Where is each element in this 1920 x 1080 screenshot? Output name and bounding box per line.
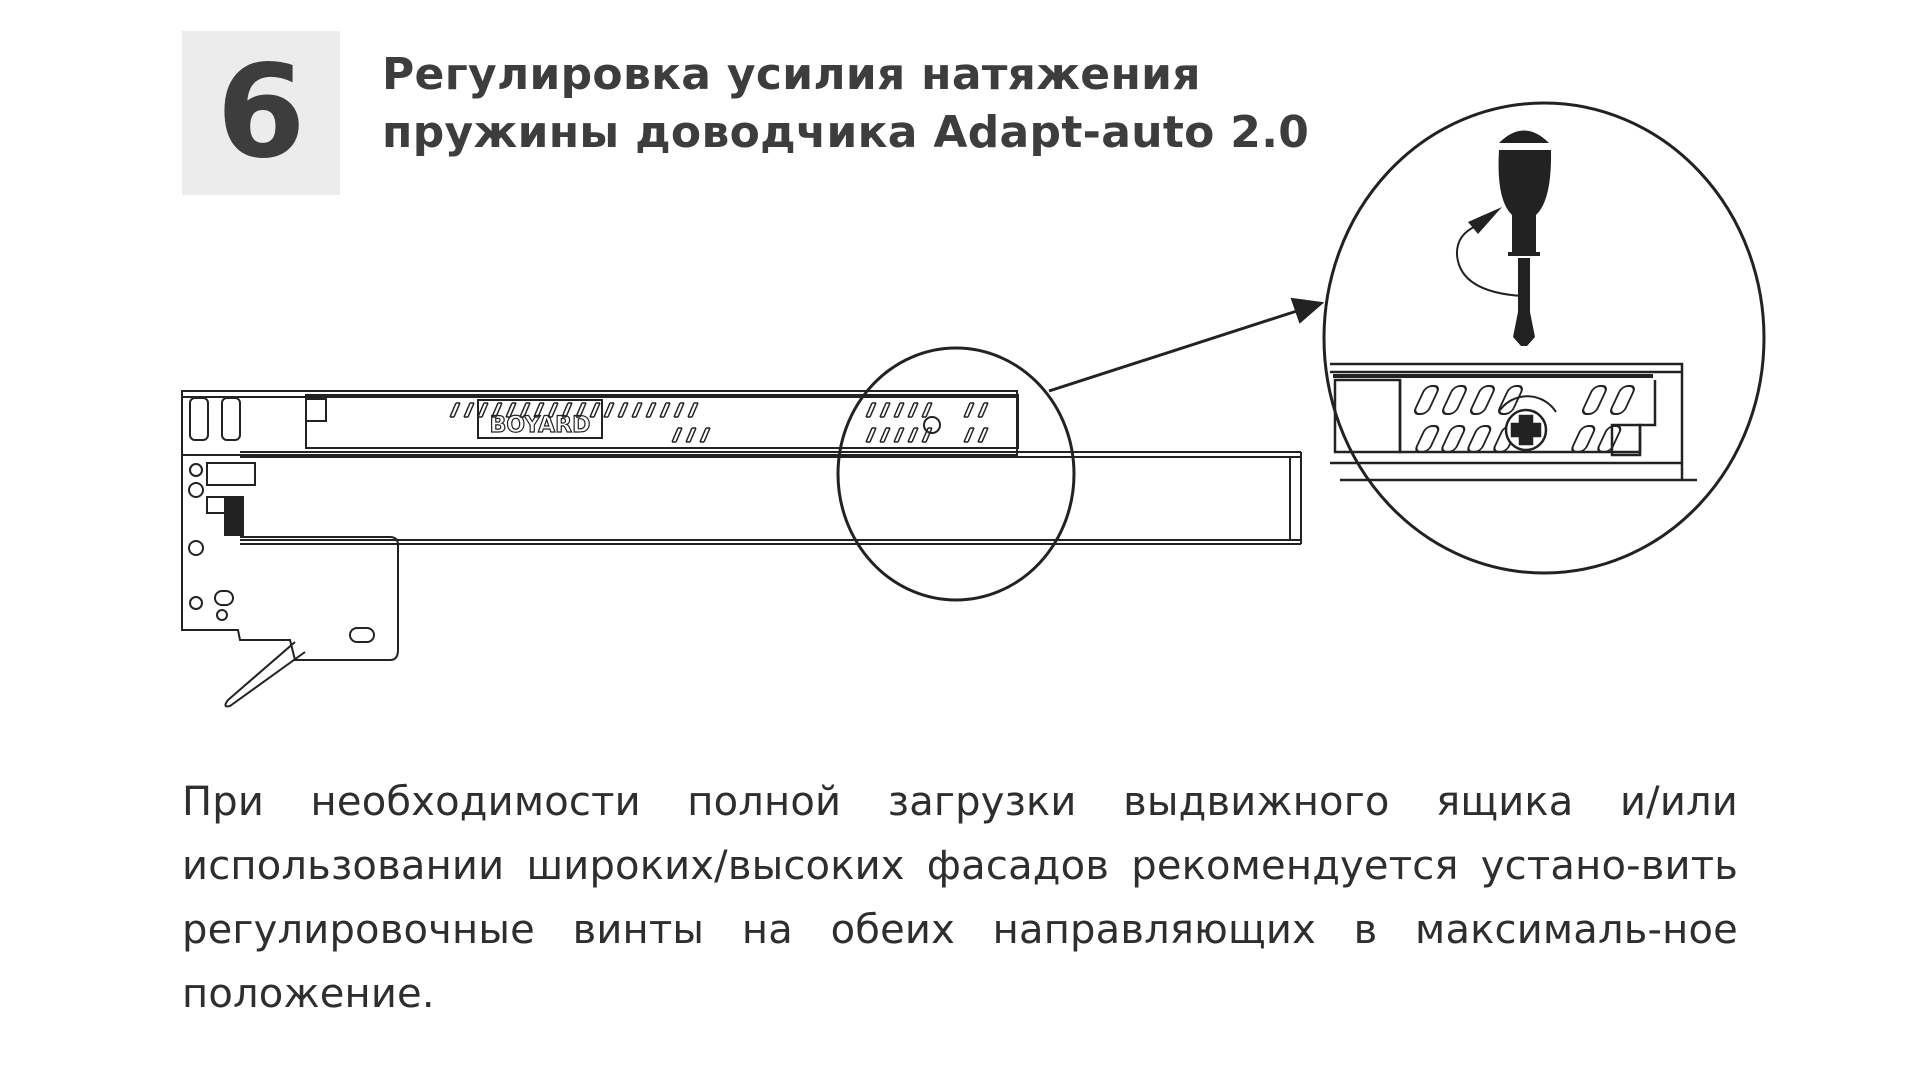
slot <box>1571 425 1596 453</box>
slot <box>505 402 517 418</box>
slot <box>617 402 629 418</box>
adjustment-screw-small-icon <box>923 416 941 434</box>
rotate-arrow-icon <box>1455 207 1523 297</box>
slot <box>977 427 989 443</box>
slot <box>533 402 545 418</box>
slot <box>673 402 685 418</box>
slot <box>631 402 643 418</box>
slot <box>687 402 699 418</box>
slot <box>907 402 919 418</box>
slot <box>1442 385 1467 415</box>
magnifier-circle <box>836 346 1076 602</box>
slot <box>907 427 919 443</box>
detail-circle <box>1322 101 1766 575</box>
slot <box>671 427 683 443</box>
slot <box>893 402 905 418</box>
slot <box>449 402 461 418</box>
slot <box>1441 425 1466 453</box>
title-line-1: Регулировка усилия натяжения <box>382 49 1201 100</box>
slot <box>921 427 933 443</box>
slot <box>1610 385 1635 415</box>
brand-logo: BOYARD <box>490 413 591 438</box>
slot <box>1582 385 1607 415</box>
title-line-2: пружины доводчика Adapt-auto 2.0 <box>382 107 1310 158</box>
section-title: Регулировка усилия натяжения пружины дов… <box>382 46 1309 162</box>
slot <box>463 402 475 418</box>
rail-body: BOYARD <box>181 390 1302 545</box>
screwdriver-icon <box>1498 130 1552 346</box>
step-number: 6 <box>216 38 306 187</box>
slot <box>645 402 657 418</box>
slot <box>547 402 559 418</box>
pointer-arrow <box>1048 297 1325 393</box>
slot <box>879 427 891 443</box>
slot <box>921 402 933 418</box>
slot <box>865 402 877 418</box>
slot <box>1470 385 1495 415</box>
slot <box>865 427 877 443</box>
slot-pattern <box>449 402 989 443</box>
slot <box>977 402 989 418</box>
slot <box>603 402 615 418</box>
slot <box>963 402 975 418</box>
slot <box>491 402 503 418</box>
slot <box>575 402 587 418</box>
slot <box>699 427 711 443</box>
slot <box>893 427 905 443</box>
detail-rail <box>1330 362 1697 482</box>
slot <box>1415 425 1440 453</box>
slot <box>1414 385 1439 415</box>
slot <box>589 402 601 418</box>
slot <box>519 402 531 418</box>
slot <box>1597 425 1622 453</box>
slot <box>1498 385 1523 415</box>
slot <box>1467 425 1492 453</box>
slot <box>685 427 697 443</box>
slot <box>879 402 891 418</box>
slot <box>477 402 489 418</box>
slot <box>963 427 975 443</box>
instruction-paragraph: При необходимости полной загрузки выдвиж… <box>182 779 1738 1017</box>
step-number-box: 6 <box>182 31 340 195</box>
drawer-slide-drawing: BOYARD <box>181 101 1766 708</box>
slot <box>561 402 573 418</box>
front-bracket <box>181 455 399 708</box>
slot <box>659 402 671 418</box>
